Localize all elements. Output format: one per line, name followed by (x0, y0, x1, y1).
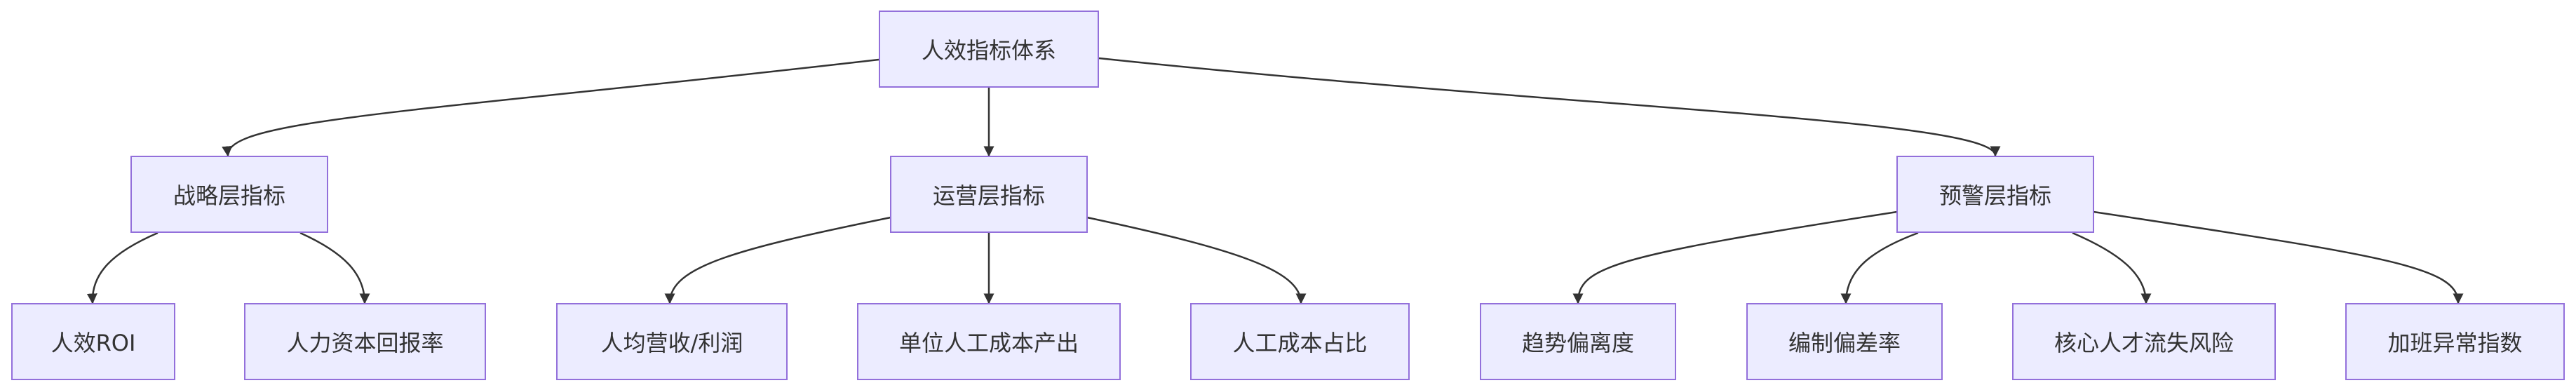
node-warning-child-3-label: 核心人才流失风险 (2054, 330, 2234, 356)
edge-warning-to-child-3 (2072, 231, 2152, 304)
node-warning-child-4: 加班异常指数 (2345, 303, 2565, 380)
node-operation-child-2: 单位人工成本产出 (857, 303, 1121, 380)
edge-warning-to-child-4 (2093, 210, 2464, 304)
node-operation-label: 运营层指标 (932, 182, 1045, 209)
node-warning-child-2-label: 编制偏差率 (1788, 330, 1901, 356)
edge-operation-to-child-3 (1086, 216, 1307, 304)
node-strategy-child-2: 人力资本回报率 (244, 303, 486, 380)
node-operation-child-3-label: 人工成本占比 (1232, 330, 1368, 356)
node-warning: 预警层指标 (1896, 156, 2094, 233)
node-warning-label: 预警层指标 (1938, 182, 2051, 209)
edge-root-to-warning (1098, 57, 2001, 157)
node-strategy: 战略层指标 (130, 156, 328, 233)
node-operation-child-2-label: 单位人工成本产出 (898, 330, 1079, 356)
edge-operation-to-child-1 (664, 216, 891, 304)
node-warning-child-3: 核心人才流失风险 (2012, 303, 2276, 380)
edge-strategy-to-child-1 (86, 231, 159, 304)
node-strategy-child-1: 人效ROI (11, 303, 175, 380)
node-strategy-label: 战略层指标 (173, 182, 285, 209)
node-operation-child-1: 人均营收/利润 (556, 303, 788, 380)
node-warning-child-4-label: 加班异常指数 (2387, 330, 2523, 356)
node-root: 人效指标体系 (879, 11, 1099, 88)
node-strategy-child-1-label: 人效ROI (50, 330, 136, 356)
node-operation: 运营层指标 (890, 156, 1088, 233)
node-operation-child-1-label: 人均营收/利润 (600, 330, 743, 356)
edge-warning-to-child-1 (1572, 210, 1898, 304)
edge-strategy-to-child-2 (299, 231, 370, 304)
node-warning-child-1: 趋势偏离度 (1480, 303, 1676, 380)
edge-warning-to-child-2 (1840, 231, 1919, 304)
edge-root-to-strategy (222, 58, 879, 157)
node-operation-child-3: 人工成本占比 (1190, 303, 1410, 380)
node-warning-child-2: 编制偏差率 (1746, 303, 1943, 380)
node-root-label: 人效指标体系 (921, 37, 1056, 64)
node-strategy-child-2-label: 人力资本回报率 (286, 330, 444, 356)
node-warning-child-1-label: 趋势偏离度 (1521, 330, 1634, 356)
